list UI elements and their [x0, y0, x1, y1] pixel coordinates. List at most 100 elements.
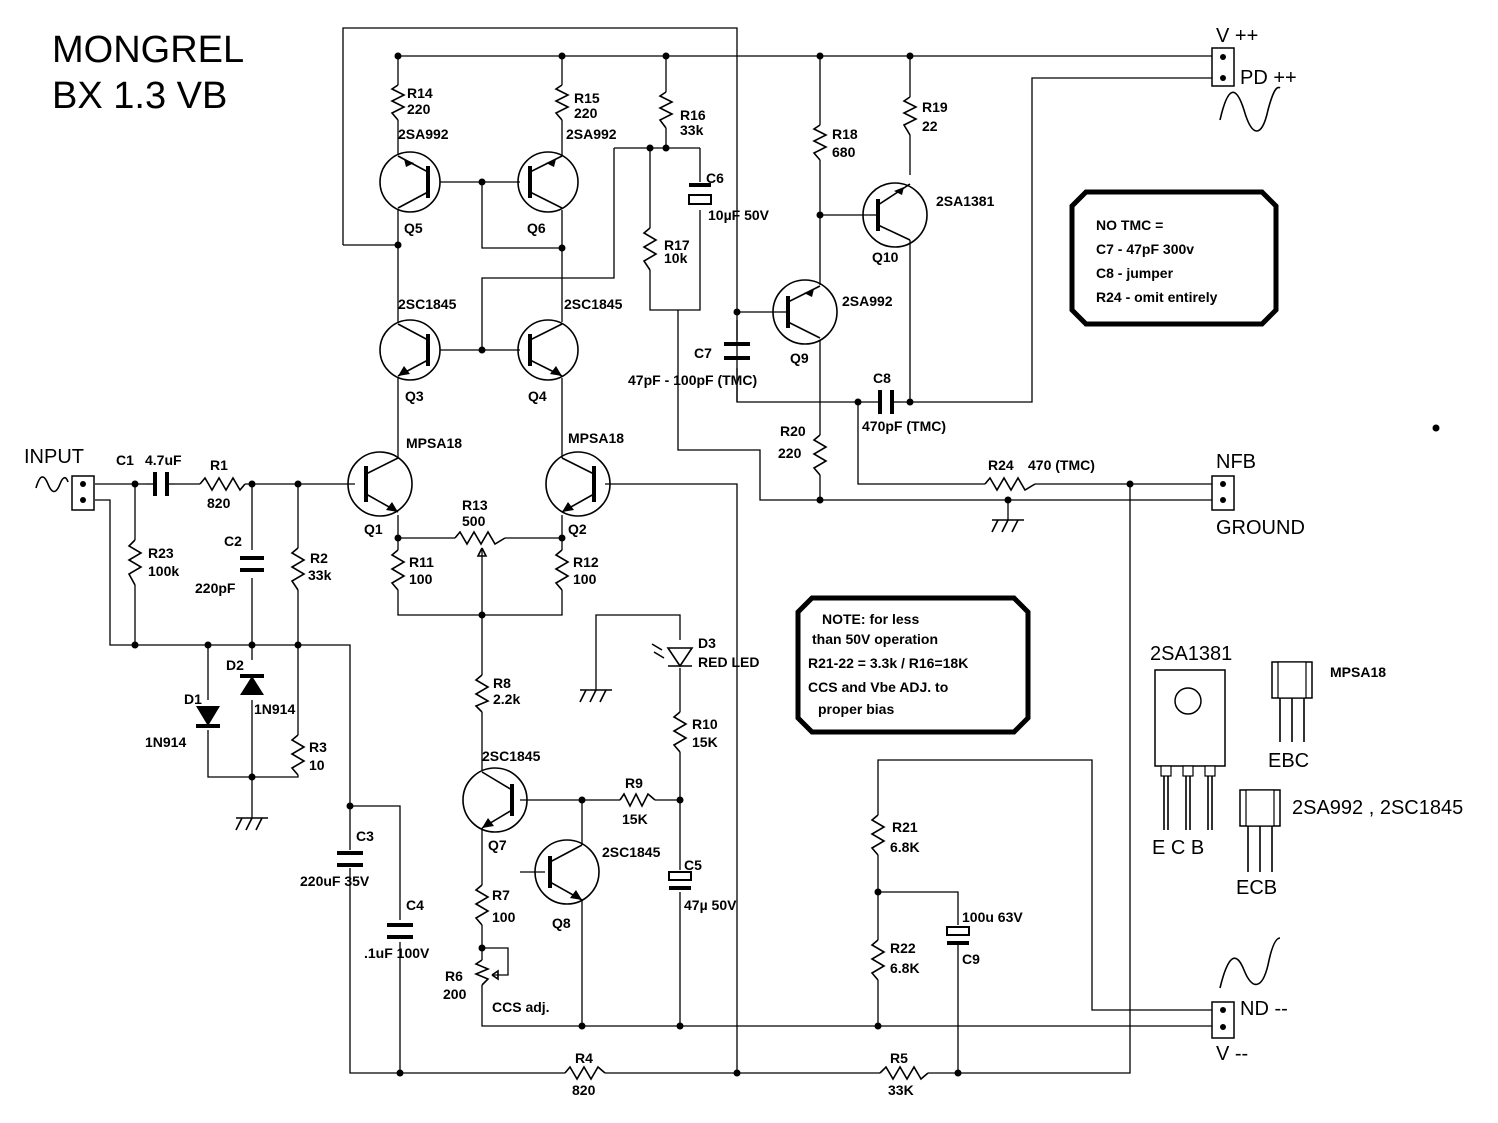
r12-value: 100: [573, 571, 597, 587]
to92-a-pins: EBC: [1268, 750, 1309, 772]
sine-wave-icon: [1219, 937, 1281, 989]
r8-value: 2.2k: [493, 691, 520, 707]
to92-a-part: MPSA18: [1330, 664, 1386, 680]
r22-ref: R22: [890, 940, 916, 956]
r5-ref: R5: [890, 1050, 908, 1066]
r7-ref: R7: [492, 887, 510, 903]
r17-value: 10k: [664, 250, 688, 266]
r17-ref: R17: [664, 237, 690, 253]
r16-value: 33k: [680, 122, 704, 138]
c6-value: 10µF 50V: [708, 207, 770, 223]
r24-symbol: [984, 476, 1036, 492]
c4-ref: C4: [406, 897, 424, 913]
r18-symbol: [812, 124, 828, 161]
d1-ref: D1: [184, 691, 202, 707]
r21-symbol: [870, 814, 886, 856]
r2-ref: R2: [310, 550, 328, 566]
r9-ref: R9: [625, 775, 643, 791]
r10-symbol: [672, 711, 688, 753]
d1-symbol: [196, 706, 220, 728]
r1-ref: R1: [210, 457, 228, 473]
r13-value: 500: [462, 513, 486, 529]
q2-ref: Q2: [568, 521, 587, 537]
r5-value: 33K: [888, 1082, 914, 1098]
junction-dots: [131, 52, 1440, 1077]
note-tmc-line: NO TMC =: [1096, 217, 1163, 233]
wires: [95, 27, 1218, 1074]
note-no-tmc: NO TMC = C7 - 47pF 300v C8 - jumper R24 …: [1069, 189, 1279, 327]
input-connector: [71, 475, 95, 511]
d3-ref: D3: [698, 635, 716, 651]
c7-symbol: [724, 342, 750, 360]
r7-value: 100: [492, 909, 516, 925]
pinout-to92-a: MPSA18 EBC: [1268, 661, 1386, 772]
r12-ref: R12: [573, 554, 599, 570]
note-tmc-line: R24 - omit entirely: [1096, 289, 1218, 305]
note-voltage-line: than 50V operation: [812, 631, 938, 647]
r21-ref: R21: [892, 819, 918, 835]
r21-value: 6.8K: [890, 839, 920, 855]
c5-ref: C5: [684, 857, 702, 873]
r23-value: 100k: [148, 563, 179, 579]
pinout-to126: 2SA1381 E C B: [1150, 643, 1232, 859]
r8-symbol: [474, 674, 490, 713]
q4-ref: Q4: [528, 388, 547, 404]
q7-symbol: [462, 767, 528, 833]
capacitor-symbols: [145, 183, 970, 945]
sine-wave-icon: [1219, 86, 1281, 132]
r14-value: 220: [407, 101, 431, 117]
power-connector-top: [1211, 47, 1235, 87]
r13-ref: R13: [462, 497, 488, 513]
ground-icon: [579, 689, 612, 703]
r16-ref: R16: [680, 107, 706, 123]
r9-value: 15K: [622, 811, 648, 827]
r15-symbol: [554, 84, 570, 121]
c1-value: 4.7uF: [145, 452, 182, 468]
r19-value: 22: [922, 118, 938, 134]
nfb-connector: [1211, 475, 1235, 511]
input-label: INPUT: [24, 446, 84, 468]
r11-ref: R11: [409, 554, 434, 570]
d2-part: 1N914: [254, 701, 295, 717]
r2-value: 33k: [308, 567, 332, 583]
q5-symbol: [379, 151, 441, 213]
d3-part: RED LED: [698, 654, 759, 670]
r23-symbol: [127, 539, 143, 586]
r14-ref: R14: [407, 85, 433, 101]
c8-value: 470pF (TMC): [862, 418, 946, 434]
r1-symbol: [199, 476, 246, 492]
to126-pins: E C B: [1152, 837, 1204, 859]
q1-ref: Q1: [364, 521, 383, 537]
r15-value: 220: [574, 105, 598, 121]
r15-ref: R15: [574, 90, 600, 106]
q1-part: MPSA18: [406, 435, 462, 451]
q2-symbol: [545, 451, 611, 517]
q8-symbol: [534, 839, 600, 905]
c3-ref: C3: [356, 828, 374, 844]
c3-symbol: [337, 851, 363, 867]
r8-ref: R8: [493, 675, 511, 691]
c4-symbol: [387, 923, 413, 939]
note-voltage-line: R21-22 = 3.3k / R16=18K: [808, 655, 968, 671]
r4-value: 820: [572, 1082, 596, 1098]
r22-value: 6.8K: [890, 960, 920, 976]
r11-symbol: [390, 549, 406, 591]
q7-part: 2SC1845: [482, 748, 541, 764]
c2-symbol: [240, 556, 264, 572]
r19-symbol: [902, 96, 918, 136]
note-tmc-line: C8 - jumper: [1096, 265, 1174, 281]
ccs-adj-label: CCS adj.: [492, 999, 550, 1015]
r24-value: 470 (TMC): [1028, 457, 1095, 473]
c9-symbol: [946, 926, 970, 945]
resistor-labels: R14 220 R15 220 R16 33k R17 10k R18 680 …: [148, 85, 1095, 1098]
title-line-2: BX 1.3 VB: [52, 75, 227, 117]
c6-ref: C6: [706, 170, 724, 186]
q10-part: 2SA1381: [936, 193, 995, 209]
to126-part: 2SA1381: [1150, 643, 1232, 665]
q1-symbol: [347, 451, 413, 517]
q4-part: 2SC1845: [564, 296, 623, 312]
q9-symbol: [772, 279, 838, 345]
transistor-symbols: [347, 151, 928, 905]
c6-symbol: [688, 183, 712, 205]
note-voltage-line: proper bias: [818, 701, 894, 717]
